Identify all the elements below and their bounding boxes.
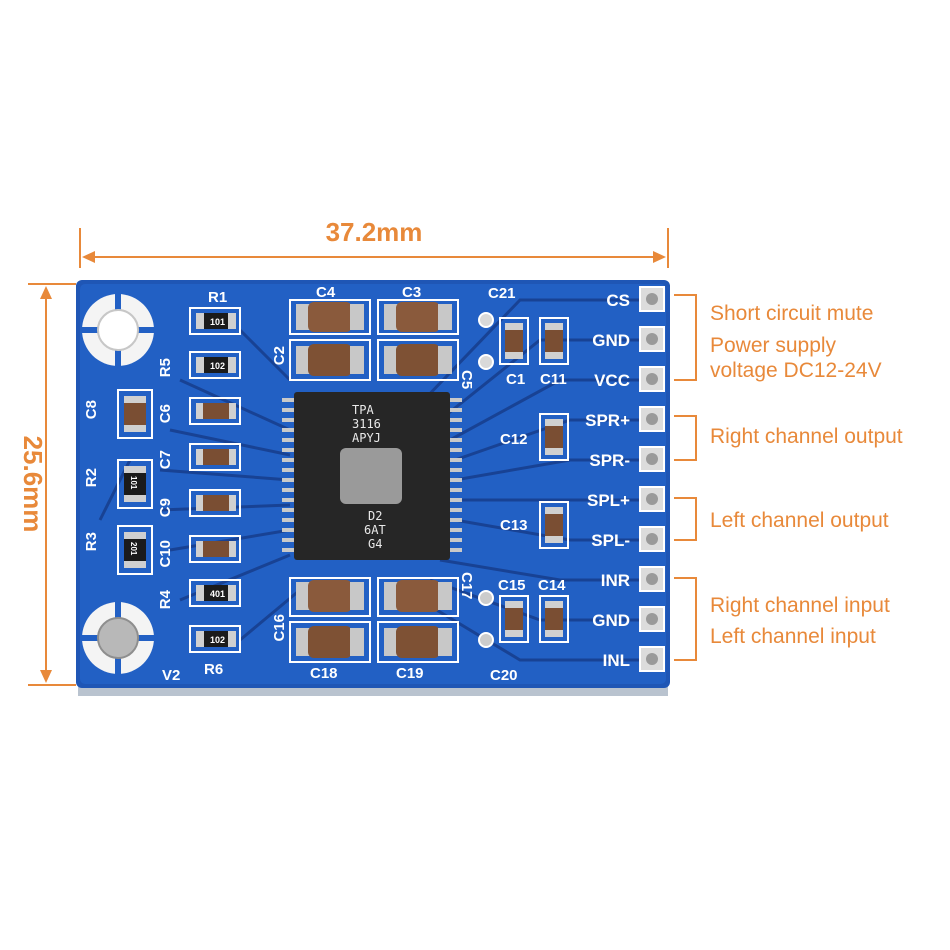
annotation-power-voltage: voltage DC12-24V bbox=[710, 359, 882, 382]
label-c8: C8 bbox=[83, 400, 100, 419]
chip-marking: 3116 bbox=[352, 417, 381, 431]
mount-label: V2 bbox=[162, 667, 180, 684]
pin-label-spl-plus: SPL+ bbox=[587, 491, 630, 510]
annotations: Short circuit mute Power supply voltage … bbox=[710, 302, 903, 648]
label-c17: C17 bbox=[458, 572, 475, 600]
label-c5: C5 bbox=[458, 370, 475, 389]
label-c9: C9 bbox=[157, 498, 174, 517]
label-r1: R1 bbox=[208, 289, 227, 306]
annotation-left-input: Left channel input bbox=[710, 625, 876, 648]
pin-label-vcc: VCC bbox=[594, 371, 630, 390]
label-c16: C16 bbox=[271, 614, 288, 642]
label-r3: R3 bbox=[83, 532, 100, 551]
caps-right bbox=[478, 312, 569, 648]
component-labels: R1 R5 C6 C7 C9 C10 R4 R6 C8 R2 R3 C4 C3 … bbox=[83, 284, 567, 684]
chip-marking: TPA bbox=[352, 403, 374, 417]
pin-label-inr: INR bbox=[601, 571, 630, 590]
height-label: 25.6mm bbox=[18, 436, 48, 533]
label-c11: C11 bbox=[540, 371, 567, 388]
label-c20: C20 bbox=[490, 667, 518, 684]
annotation-power-supply: Power supply bbox=[710, 334, 837, 357]
label-c7: C7 bbox=[157, 450, 174, 469]
width-label: 37.2mm bbox=[326, 217, 423, 247]
resistors-left: 101 102 101 201 401 102 bbox=[117, 307, 241, 653]
pin-label-spr-minus: SPR- bbox=[589, 451, 630, 470]
label-c6: C6 bbox=[157, 404, 174, 423]
cap-group-top bbox=[289, 299, 459, 381]
resistor-code: 101 bbox=[210, 317, 225, 327]
amplifier-chip: TPA 3116 APYJ D2 6AT G4 bbox=[282, 392, 462, 560]
annotation-short-circuit: Short circuit mute bbox=[710, 302, 873, 325]
label-c3: C3 bbox=[402, 284, 421, 301]
label-c14: C14 bbox=[538, 577, 566, 594]
pin-label-cs: CS bbox=[606, 291, 630, 310]
annotation-brackets bbox=[674, 294, 697, 661]
pin-label-spl-minus: SPL- bbox=[591, 531, 630, 550]
pin-label-gnd: GND bbox=[592, 611, 630, 630]
label-r2: R2 bbox=[83, 468, 100, 487]
resistor-code: 201 bbox=[129, 542, 138, 556]
resistor-code: 102 bbox=[210, 635, 225, 645]
pin-header: CS GND VCC SPR+ SPR- SPL+ SPL- INR GND I… bbox=[585, 286, 665, 672]
caps-left bbox=[117, 389, 241, 563]
label-c18: C18 bbox=[310, 665, 338, 682]
label-r6: R6 bbox=[204, 661, 223, 678]
label-c13: C13 bbox=[500, 517, 528, 534]
pin-label-inl: INL bbox=[603, 651, 630, 670]
label-c1: C1 bbox=[506, 371, 525, 388]
chip-marking: APYJ bbox=[352, 431, 381, 445]
mounting-hole-bottom bbox=[82, 602, 154, 674]
label-r4: R4 bbox=[157, 589, 174, 609]
resistor-code: 101 bbox=[129, 476, 138, 490]
pin-label-spr-plus: SPR+ bbox=[585, 411, 630, 430]
pcb-board: V2 bbox=[76, 280, 670, 696]
label-c2: C2 bbox=[271, 346, 288, 365]
annotation-right-output: Right channel output bbox=[710, 425, 903, 448]
height-dimension: 25.6mm bbox=[18, 283, 76, 686]
pin-label-gnd: GND bbox=[592, 331, 630, 350]
chip-marking: 6AT bbox=[364, 523, 386, 537]
label-c19: C19 bbox=[396, 665, 424, 682]
mounting-hole-top bbox=[82, 294, 154, 366]
label-c21: C21 bbox=[488, 285, 516, 302]
label-r5: R5 bbox=[157, 358, 174, 377]
chip-marking: G4 bbox=[368, 537, 382, 551]
resistor-code: 102 bbox=[210, 361, 225, 371]
annotation-left-output: Left channel output bbox=[710, 509, 889, 532]
cap-group-bottom bbox=[289, 577, 459, 663]
label-c10: C10 bbox=[157, 540, 174, 568]
label-c4: C4 bbox=[316, 284, 336, 301]
width-dimension: 37.2mm bbox=[79, 217, 669, 268]
annotation-right-input: Right channel input bbox=[710, 594, 890, 617]
label-c12: C12 bbox=[500, 431, 528, 448]
chip-marking: D2 bbox=[368, 509, 382, 523]
label-c15: C15 bbox=[498, 577, 526, 594]
resistor-code: 401 bbox=[210, 589, 225, 599]
